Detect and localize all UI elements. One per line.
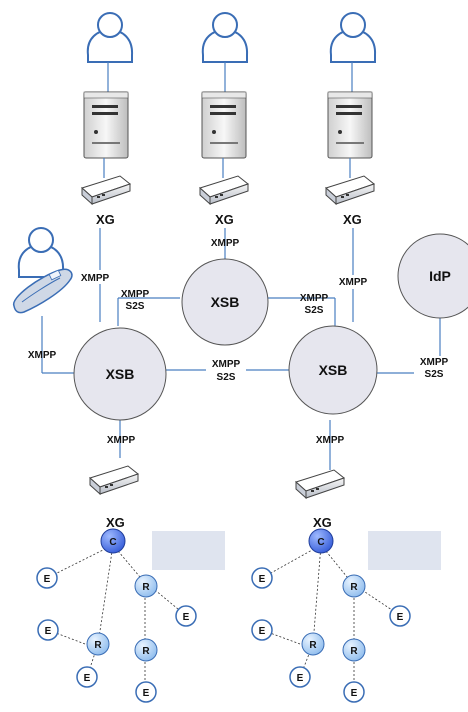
xg-label-2: XG — [215, 212, 234, 227]
xsb-label-right: XSB — [319, 362, 348, 378]
tree-node-r — [301, 632, 325, 656]
s2s-label-mid: S2S — [305, 305, 324, 316]
gateway-box-icon — [199, 175, 249, 205]
tree-node-r — [134, 574, 158, 598]
xsb-bubble-middle — [181, 258, 269, 346]
tree-node-e — [76, 666, 98, 688]
tree-node-r — [342, 574, 366, 598]
xmpp-label-mid-s2s: XMPP — [300, 293, 329, 304]
s2s-label-idp: S2S — [425, 369, 444, 380]
tree-node-c — [100, 528, 126, 554]
idp-bubble — [397, 233, 468, 319]
xmpp-label-left-s2s: XMPP — [121, 289, 150, 300]
node-label-e: E — [143, 688, 150, 699]
node-label-r: R — [309, 640, 317, 651]
gateway-box-icon — [89, 465, 139, 495]
s2s-label-left: S2S — [126, 301, 145, 312]
node-label-e: E — [45, 626, 52, 637]
xmpp-label-xg3: XMPP — [339, 277, 368, 288]
node-label-e: E — [84, 673, 91, 684]
xsb-label-middle: XSB — [211, 294, 240, 310]
xsb-label-left: XSB — [106, 366, 135, 382]
server-icon — [327, 91, 373, 159]
xg-label-1: XG — [96, 212, 115, 227]
xsb-bubble-right — [288, 325, 378, 415]
node-label-c: C — [317, 537, 324, 548]
xmpp-label-xg1: XMPP — [81, 273, 110, 284]
tree-node-r — [86, 632, 110, 656]
tree-node-e — [37, 619, 59, 641]
tree-node-e — [389, 605, 411, 627]
xmpp-label-xg4: XMPP — [107, 435, 136, 446]
server-icon — [201, 91, 247, 159]
gateway-box-icon — [325, 175, 375, 205]
user-icon — [17, 227, 65, 278]
s2s-label-bottom: S2S — [217, 372, 236, 383]
node-label-e: E — [397, 612, 404, 623]
tree-node-e — [36, 567, 58, 589]
tree-node-c — [308, 528, 334, 554]
device-tree-right: C R R R E E E E E — [251, 528, 411, 703]
tree-node-e — [135, 681, 157, 703]
node-label-r: R — [142, 582, 150, 593]
xg-label-5: XG — [313, 515, 332, 530]
user-icon — [201, 12, 249, 63]
node-label-e: E — [44, 574, 51, 585]
tree-node-e — [343, 681, 365, 703]
tree-node-e — [175, 605, 197, 627]
node-label-r: R — [142, 646, 150, 657]
node-label-e: E — [297, 673, 304, 684]
xmpp-label-phone: XMPP — [28, 350, 57, 361]
node-label-c: C — [109, 537, 116, 548]
node-label-r: R — [350, 646, 358, 657]
node-label-e: E — [351, 688, 358, 699]
node-label-r: R — [94, 640, 102, 651]
tree-node-e — [251, 619, 273, 641]
node-label-r: R — [350, 582, 358, 593]
mobile-phone-icon — [13, 268, 73, 314]
node-label-e: E — [259, 626, 266, 637]
idp-label: IdP — [429, 268, 451, 284]
device-tree-left: C R R R E E E E E — [36, 528, 197, 703]
xmpp-label-bottom-s2s: XMPP — [212, 359, 241, 370]
placeholder-box-left — [152, 531, 225, 570]
tree-node-r — [134, 638, 158, 662]
gateway-box-icon — [295, 469, 345, 499]
xg-label-3: XG — [343, 212, 362, 227]
node-label-e: E — [183, 612, 190, 623]
xmpp-label-xg2: XMPP — [211, 238, 240, 249]
server-icon — [83, 91, 129, 159]
xmpp-label-idp: XMPP — [420, 357, 449, 368]
tree-node-e — [251, 567, 273, 589]
xmpp-label-xg5: XMPP — [316, 435, 345, 446]
placeholder-box-right — [368, 531, 441, 570]
xsb-bubble-left — [73, 327, 167, 421]
tree-node-r — [342, 638, 366, 662]
user-icon — [86, 12, 134, 63]
gateway-box-icon — [81, 175, 132, 206]
user-icon — [329, 12, 377, 63]
node-label-e: E — [259, 574, 266, 585]
xg-label-4: XG — [106, 515, 125, 530]
tree-node-e — [289, 666, 311, 688]
